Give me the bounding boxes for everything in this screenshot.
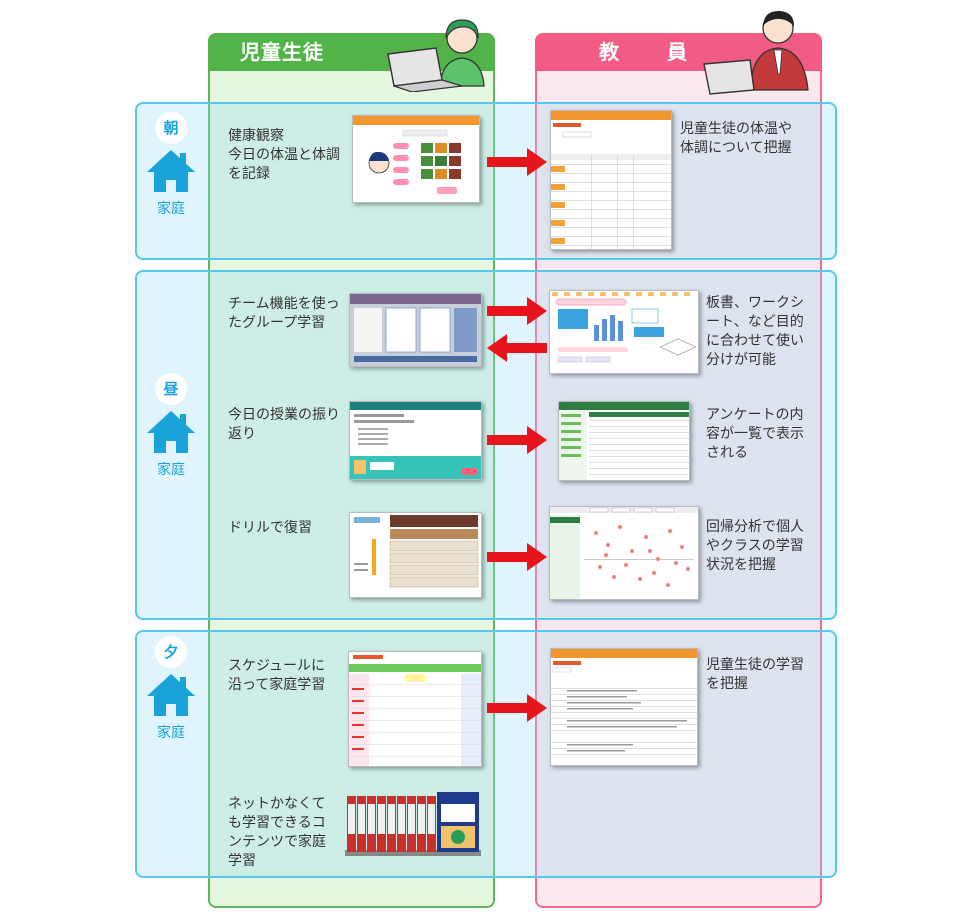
survey-list-screenshot [558, 401, 690, 481]
reflection-screenshot [349, 401, 482, 480]
band-morning [135, 102, 837, 260]
right-arrow-icon [487, 297, 547, 325]
teacher-regression-text: 回帰分析で個人 やクラスの学習 状況を把握 [706, 519, 804, 573]
teacher-survey-text: アンケートの内 容が一覧で表示 される [706, 407, 804, 461]
house-icon [147, 411, 195, 453]
band-place-label: 家庭 [157, 462, 185, 478]
band-time-label: 朝 [155, 112, 187, 144]
band-evening [135, 630, 837, 878]
health-check-screenshot [352, 115, 480, 203]
right-arrow-icon [487, 426, 547, 454]
offline-content-package-image [345, 790, 481, 856]
schedule-screenshot [348, 651, 482, 767]
house-icon [147, 150, 195, 192]
team-learning-screenshot [349, 293, 482, 367]
teacher-learning-text: 児童生徒の学習 を把握 [706, 657, 804, 692]
student-with-laptop-illustration [387, 19, 485, 92]
band-time-label: 昼 [155, 373, 187, 405]
health-management-screenshot [550, 110, 672, 250]
learning-status-screenshot [550, 648, 698, 766]
teacher-with-laptop-illustration [703, 10, 809, 95]
student-schedule-text: スケジュールに 沿って家庭学習 [228, 658, 326, 693]
teacher-health-text: 児童生徒の体温や 体調について把握 [680, 121, 792, 156]
house-icon [147, 674, 195, 716]
right-arrow-icon [487, 543, 547, 571]
band-noon [135, 270, 837, 620]
band-place-label: 家庭 [157, 201, 185, 217]
right-arrow-icon [487, 694, 547, 722]
student-reflection-text: 今日の授業の振り 返り [228, 407, 340, 442]
student-health-text: 健康観察 今日の体温と体調 を記録 [228, 128, 340, 182]
student-offline-text: ネットかなくて も学習できるコ ンテンツで家庭 学習 [228, 796, 326, 869]
student-team-text: チーム機能を使っ たグループ学習 [228, 296, 340, 331]
right-arrow-icon [487, 148, 547, 176]
band-time-label: 夕 [155, 636, 187, 668]
teacher-board-text: 板書、ワークシ ート、など目的 に合わせて使い 分けが可能 [706, 295, 804, 368]
regression-analysis-screenshot [549, 506, 699, 600]
left-arrow-icon [487, 334, 547, 362]
student-drill-text: ドリルで復習 [228, 520, 312, 536]
board-worksheet-screenshot [549, 290, 699, 374]
band-place-label: 家庭 [157, 725, 185, 741]
drill-screenshot [349, 512, 482, 598]
